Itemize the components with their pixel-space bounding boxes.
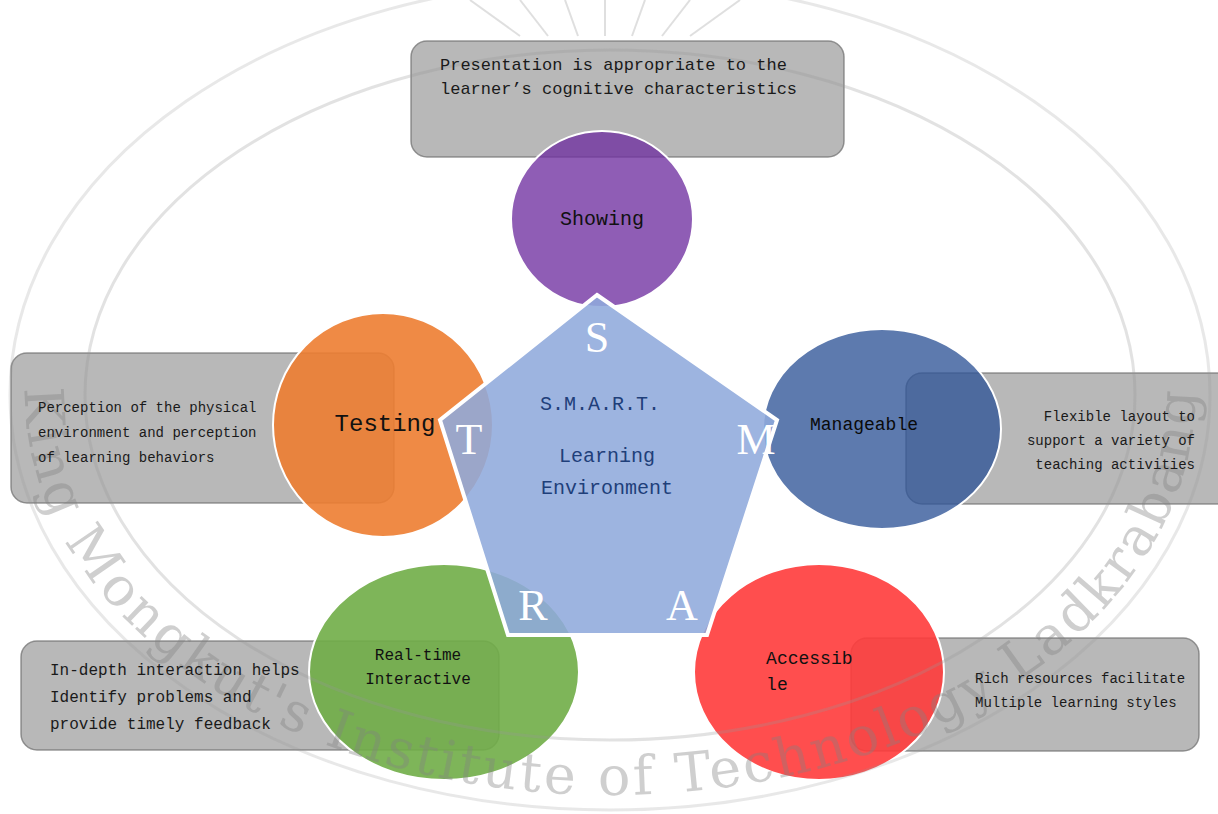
accessible-circle: Accessible xyxy=(693,563,945,781)
text-holder: Showing xyxy=(527,208,677,232)
node-text: Rich resources facilitate Multiple learn… xyxy=(975,667,1190,715)
manageable-circle: Manageable xyxy=(762,328,1002,530)
text-holder: Real-time Interactive xyxy=(358,644,478,692)
node-text: T xyxy=(444,416,494,464)
text-holder: S.M.A.R.T. xyxy=(515,393,685,417)
text-holder: R xyxy=(508,582,558,630)
node-text: Presentation is appropriate to the learn… xyxy=(440,54,800,102)
node-text: S xyxy=(572,314,622,362)
accessible-circle-outline xyxy=(693,563,945,781)
text-holder: A xyxy=(657,582,707,630)
text-holder: Testing xyxy=(320,411,450,439)
text-holder: Flexible layout to support a variety of … xyxy=(1023,405,1195,477)
node-text: Accessible xyxy=(766,646,858,698)
node-text: R xyxy=(508,582,558,630)
node-text: Manageable xyxy=(799,414,929,436)
node-text: Showing xyxy=(527,208,677,232)
callout-box-fill xyxy=(906,373,1218,504)
text-holder: Learning Environment xyxy=(532,441,682,505)
text-holder: Presentation is appropriate to the learn… xyxy=(440,54,800,102)
text-holder: Perception of the physical environment a… xyxy=(38,396,263,471)
text-holder: In-depth interaction helps Identify prob… xyxy=(50,658,305,739)
seal-rays xyxy=(470,0,740,36)
node-text: In-depth interaction helps Identify prob… xyxy=(50,658,305,739)
smart-pentagon: S M A R T S.M.A.R.T. Learning Environment xyxy=(436,292,780,638)
callout-box-outline xyxy=(850,637,1200,752)
realtime-circle-fill xyxy=(309,564,579,780)
text-holder: M xyxy=(731,416,781,464)
callout-box: Flexible layout to support a variety of … xyxy=(905,372,1218,505)
callout-box-fill xyxy=(851,638,1199,751)
accessible-circle-fill xyxy=(694,564,944,780)
manageable-circle-fill xyxy=(763,329,1001,529)
text-holder: S xyxy=(572,314,622,362)
text-holder: Manageable xyxy=(799,414,929,436)
node-text: S.M.A.R.T. xyxy=(515,393,685,417)
node-text: Learning Environment xyxy=(532,441,682,505)
node-text: A xyxy=(657,582,707,630)
text-holder: Rich resources facilitate Multiple learn… xyxy=(975,667,1190,715)
showing-circle: Showing xyxy=(510,130,694,308)
text-holder: Accessible xyxy=(762,646,862,698)
node-text: M xyxy=(731,416,781,464)
node-text: Real-time Interactive xyxy=(358,644,478,692)
callout-box: Rich resources facilitate Multiple learn… xyxy=(850,637,1200,752)
callout-box: Presentation is appropriate to the learn… xyxy=(410,40,845,158)
smart-pentagon-fill xyxy=(440,295,777,635)
node-text: Testing xyxy=(320,411,450,439)
testing-circle-fill xyxy=(273,313,493,537)
showing-circle-fill xyxy=(511,131,693,307)
text-holder: T xyxy=(444,416,494,464)
node-text: Flexible layout to support a variety of … xyxy=(1023,405,1195,477)
node-text: Perception of the physical environment a… xyxy=(38,396,263,471)
